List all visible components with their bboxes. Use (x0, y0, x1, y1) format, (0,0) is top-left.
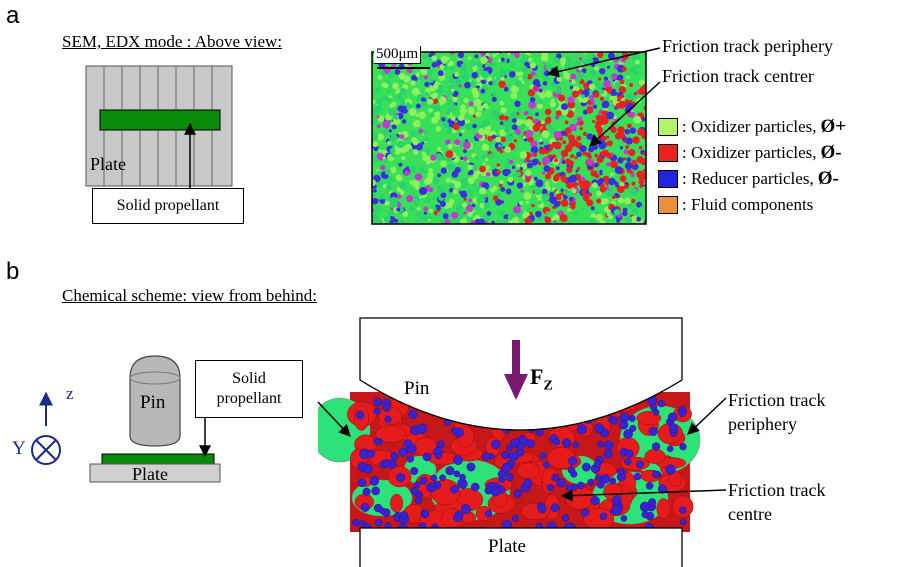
plate-small-label: Plate (132, 464, 168, 484)
axis-z-label: z (66, 384, 74, 403)
sem-edx-image (372, 52, 646, 224)
legend-swatch (658, 196, 678, 214)
legend: : Oxidizer particles, Ø+: Oxidizer parti… (658, 114, 846, 218)
plate-schematic-top (85, 65, 233, 206)
centre-arrow-b (560, 489, 727, 502)
legend-swatch (658, 118, 678, 136)
scale-bar-label: 500μm (374, 46, 422, 64)
propellant-box-b: Solid propellant (195, 360, 303, 418)
propellant-box-a: Solid propellant (92, 188, 244, 224)
legend-swatch (658, 144, 678, 162)
axis-y-label: Y (12, 438, 26, 459)
legend-symbol: Ø- (820, 142, 842, 163)
panel-a-letter: a (6, 2, 20, 29)
force-label-main: F (530, 364, 544, 389)
axis-indicator (31, 391, 61, 465)
periphery-arrow-b-left (317, 401, 351, 437)
periphery-b-line1: Friction track (728, 390, 826, 410)
friction-track-particles (318, 392, 701, 532)
panel-b-letter: b (6, 258, 20, 285)
panel-b-caption: Chemical scheme: view from behind: (62, 286, 317, 305)
legend-item: : Fluid components (658, 192, 846, 218)
centre-b-line2: centre (728, 504, 772, 524)
legend-item: : Oxidizer particles, Ø+ (658, 114, 846, 140)
periphery-b-line2: periphery (728, 414, 797, 434)
force-label-sub: Z (543, 378, 553, 394)
periphery-label-a: Friction track periphery (662, 36, 833, 56)
centre-arrow-a (589, 81, 661, 147)
periphery-arrow-a (546, 47, 661, 78)
centre-b-line1: Friction track (728, 480, 826, 500)
legend-symbol: Ø+ (820, 116, 847, 137)
plate-big-label: Plate (488, 536, 526, 557)
plate-label-a: Plate (90, 154, 126, 174)
legend-symbol: Ø- (817, 168, 839, 189)
periphery-arrow-b-right (687, 397, 727, 435)
force-label: FZ (530, 364, 553, 394)
centre-label-a: Friction track centrer (662, 66, 814, 86)
big-pin (359, 317, 683, 431)
scale-bar-text: 500μm (376, 46, 419, 62)
legend-text: : Fluid components (682, 195, 814, 214)
panel-a-caption: SEM, EDX mode : Above view: (62, 32, 283, 51)
periphery-label-b: Friction track periphery (728, 388, 825, 436)
legend-item: : Reducer particles, Ø- (658, 166, 846, 192)
legend-item: : Oxidizer particles, Ø- (658, 140, 846, 166)
legend-text: : Oxidizer particles, (682, 143, 817, 162)
pin-on-plate-schematic (89, 355, 221, 483)
propellant-box-b-line1: Solid (232, 370, 266, 387)
propellant-box-b-line2: propellant (216, 390, 282, 407)
legend-swatch (658, 170, 678, 188)
centre-label-b: Friction track centre (728, 478, 825, 526)
big-plate (359, 527, 683, 567)
legend-text: : Reducer particles, (682, 169, 814, 188)
force-arrow (504, 340, 528, 400)
pin-big-label: Pin (404, 378, 430, 399)
propellant-box-a-text: Solid propellant (116, 197, 220, 214)
pin-small-label: Pin (140, 392, 166, 413)
legend-text: : Oxidizer particles, (682, 117, 817, 136)
